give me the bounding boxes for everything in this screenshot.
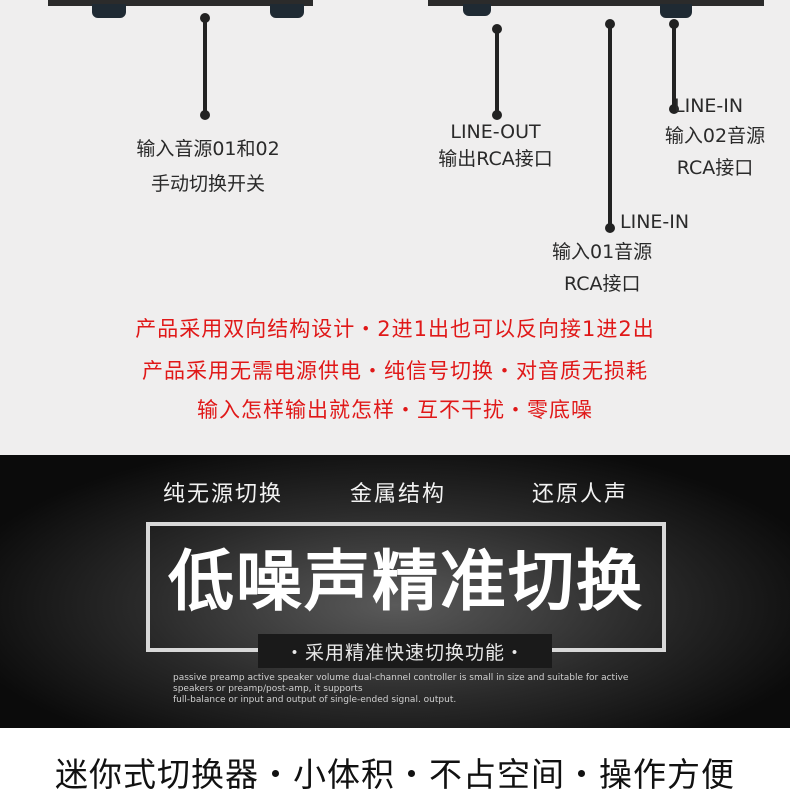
device-foot bbox=[270, 4, 304, 18]
leader-dot bbox=[669, 19, 679, 29]
line-in-02-label-line1: LINE-IN bbox=[674, 95, 744, 117]
feature-metal: 金属结构 bbox=[350, 482, 447, 507]
english-line-1: passive preamp active speaker volume dua… bbox=[173, 673, 629, 683]
line-in-01-label-line3: RCA接口 bbox=[564, 273, 641, 295]
line-out-label: LINE-OUT 输出RCA接口 bbox=[418, 116, 573, 175]
line-out-label-line2: 输出RCA接口 bbox=[438, 148, 553, 170]
leader-dot bbox=[605, 19, 615, 29]
leader-dot bbox=[200, 13, 210, 23]
bottom-slogan: 迷你式切换器・小体积・不占空间・操作方便 bbox=[55, 755, 735, 794]
line-in-02-label-line3: RCA接口 bbox=[676, 157, 754, 179]
line-in-01-label-line1: LINE-IN bbox=[620, 211, 690, 233]
leader-line-line-in-01 bbox=[608, 22, 612, 228]
leader-dot bbox=[492, 24, 502, 34]
leader-dot bbox=[669, 104, 679, 114]
leader-line-line-out bbox=[495, 27, 499, 115]
english-description: passive preamp active speaker volume dua… bbox=[173, 673, 653, 706]
line-in-02-label-line2: 输入02音源 bbox=[664, 125, 766, 147]
switch-label-line2: 手动切换开关 bbox=[150, 173, 265, 195]
feature-passive: 纯无源切换 bbox=[163, 482, 284, 507]
device-left-bottom bbox=[48, 0, 313, 6]
feature-banner bbox=[0, 455, 790, 728]
device-foot bbox=[92, 4, 126, 18]
leader-dot bbox=[492, 110, 502, 120]
switch-label: 输入音源01和02 手动切换开关 bbox=[108, 133, 308, 200]
headline: 低噪声精准切换 bbox=[168, 543, 644, 620]
device-right-bottom bbox=[428, 0, 764, 6]
leader-dot bbox=[605, 223, 615, 233]
leader-line-line-in-02 bbox=[672, 22, 676, 110]
leader-line-switch bbox=[203, 16, 207, 116]
subheadline: ・采用精准快速切换功能・ bbox=[284, 642, 525, 664]
red-text-line-1: 产品采用双向结构设计・2进1出也可以反向接1进2出 bbox=[135, 317, 655, 341]
switch-label-line1: 输入音源01和02 bbox=[136, 138, 280, 160]
red-text-line-3: 输入怎样输出就怎样・互不干扰・零底噪 bbox=[197, 398, 593, 422]
line-in-01-label-line2: 输入01音源 bbox=[552, 241, 653, 263]
line-in-01-label: LINE-IN 输入01音源 RCA接口 bbox=[540, 206, 710, 300]
english-line-3: full-balance or input and output of sing… bbox=[173, 695, 457, 705]
subheadline-background bbox=[258, 634, 552, 668]
line-in-02-label: LINE-IN 输入02音源 RCA接口 bbox=[640, 90, 790, 184]
feature-vocal: 还原人声 bbox=[532, 482, 629, 507]
product-diagram-section: 输入音源01和02 手动切换开关 LINE-OUT 输出RCA接口 LINE-I… bbox=[0, 0, 790, 455]
red-text-line-2: 产品采用无需电源供电・纯信号切换・对音质无损耗 bbox=[142, 359, 648, 383]
leader-dot bbox=[200, 110, 210, 120]
english-line-2: speakers or preamp/post-amp, it supports bbox=[173, 684, 363, 694]
device-foot bbox=[463, 4, 491, 16]
line-out-label-line1: LINE-OUT bbox=[450, 121, 541, 143]
device-foot bbox=[660, 4, 692, 18]
